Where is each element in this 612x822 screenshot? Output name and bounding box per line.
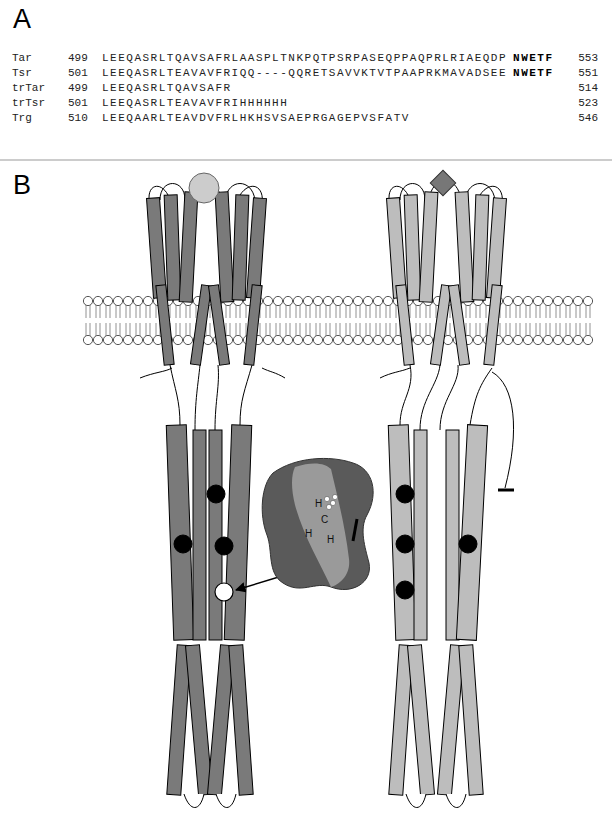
panel-letter: A <box>13 6 31 33</box>
protein-name: Trg <box>12 113 32 124</box>
residue-number: 499 <box>68 83 88 94</box>
enzyme-outline <box>255 455 380 605</box>
residue-number: 551 <box>578 68 598 79</box>
residue-number: 499 <box>68 53 88 64</box>
residue-number: 546 <box>578 113 598 124</box>
residue-number: 501 <box>68 68 88 79</box>
residue-number: 510 <box>68 113 88 124</box>
sequence: LEEQASRLTQAVSAFRLAASPLTNKPQTPSRPASEQPPAQ… <box>102 53 507 64</box>
methyl-atom: H <box>305 529 312 539</box>
methyl-atom: C <box>321 515 328 525</box>
motif: NWETF <box>513 53 554 64</box>
sequence: LEEQASRLTEAVAVFRIQQ----QQRETSAVVKTVTPAAP… <box>102 68 507 79</box>
protein-name: trTar <box>12 83 45 94</box>
ligand-diamond <box>430 170 455 195</box>
panel-divider <box>0 160 612 161</box>
sequence: LEEQASRLTQAVSAFR <box>102 83 232 94</box>
residue-number: 514 <box>578 83 598 94</box>
panel-letter: B <box>13 172 31 199</box>
residue-number: 501 <box>68 98 88 109</box>
methyl-atom: H <box>315 499 322 509</box>
motif: NWETF <box>513 68 554 79</box>
sequence: LEEQAARLTEAVDVFRLHKHSVSAEPRGAGEPVSFATV <box>102 113 410 124</box>
methyl-atom: H <box>327 535 334 545</box>
c-terminal-tail <box>492 372 514 488</box>
sequence: LEEQASRLTEAVAVFRIHHHHHH <box>102 98 288 109</box>
residue-number: 553 <box>578 53 598 64</box>
methyl-transfer-arrow <box>236 576 282 590</box>
ligand-circle <box>189 173 219 203</box>
receptor-right <box>380 181 506 808</box>
methyltransferase-shape: HCH H <box>255 455 380 605</box>
protein-name: trTsr <box>12 98 45 109</box>
residue-number: 523 <box>578 98 598 109</box>
tail-end <box>498 489 514 492</box>
protein-name: Tar <box>12 53 32 64</box>
protein-name: Tsr <box>12 68 32 79</box>
